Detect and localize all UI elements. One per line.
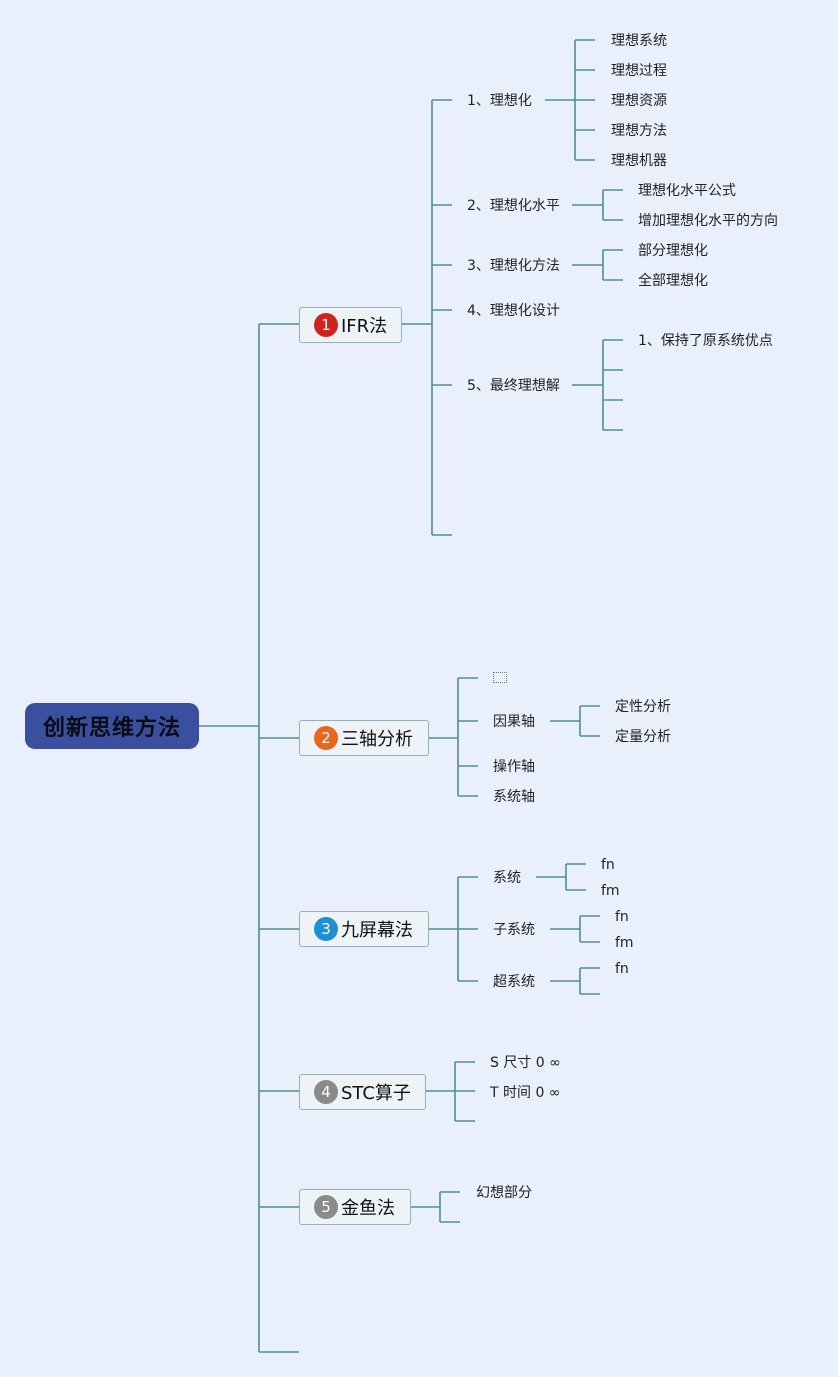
topic-causal-axis[interactable]: 因果轴 bbox=[493, 714, 535, 730]
branch-label: STC算子 bbox=[341, 1083, 411, 1104]
number-badge: 3 bbox=[314, 917, 338, 941]
number-badge: 5 bbox=[314, 1195, 338, 1219]
topic-subsystem[interactable]: 子系统 bbox=[493, 922, 535, 938]
image-icon bbox=[493, 672, 507, 683]
branch-label: IFR法 bbox=[341, 316, 388, 337]
root-node[interactable]: 创新思维方法 bbox=[25, 703, 199, 749]
subtopic[interactable]: 理想系统 bbox=[611, 33, 667, 49]
branch-node-stc[interactable]: 4 STC算子 bbox=[299, 1074, 426, 1110]
number-badge: 1 bbox=[314, 313, 338, 337]
branch-node-ifr[interactable]: 1 IFR法 bbox=[299, 307, 402, 343]
subtopic[interactable]: 理想方法 bbox=[611, 123, 667, 139]
subtopic[interactable]: 理想过程 bbox=[611, 63, 667, 79]
subtopic[interactable]: 1、保持了原系统优点 bbox=[638, 333, 773, 349]
topic-fantasy-part[interactable]: 幻想部分 bbox=[476, 1185, 532, 1201]
subtopic[interactable]: 理想机器 bbox=[611, 153, 667, 169]
branch-node-nine-screen[interactable]: 3 九屏幕法 bbox=[299, 911, 429, 947]
topic-system[interactable]: 系统 bbox=[493, 870, 521, 886]
branch-label: 三轴分析 bbox=[341, 729, 413, 750]
topic-supersystem[interactable]: 超系统 bbox=[493, 974, 535, 990]
branch-label: 金鱼法 bbox=[341, 1198, 395, 1219]
number-badge: 2 bbox=[314, 726, 338, 750]
topic-ideality-level[interactable]: 2、理想化水平 bbox=[467, 198, 560, 214]
topic-system-axis[interactable]: 系统轴 bbox=[493, 789, 535, 805]
branch-node-goldfish[interactable]: 5 金鱼法 bbox=[299, 1189, 411, 1225]
subtopic[interactable]: 部分理想化 bbox=[638, 243, 708, 259]
topic-ideal-design[interactable]: 4、理想化设计 bbox=[467, 303, 560, 319]
number-badge: 4 bbox=[314, 1080, 338, 1104]
subtopic[interactable]: fm bbox=[601, 883, 620, 899]
subtopic[interactable]: fn bbox=[615, 961, 629, 977]
branch-label: 九屏幕法 bbox=[341, 920, 413, 941]
topic-idealization[interactable]: 1、理想化 bbox=[467, 93, 532, 109]
topic-operation-axis[interactable]: 操作轴 bbox=[493, 759, 535, 775]
branch-node-three-axis[interactable]: 2 三轴分析 bbox=[299, 720, 429, 756]
root-label: 创新思维方法 bbox=[42, 716, 181, 741]
subtopic[interactable]: fm bbox=[615, 935, 634, 951]
subtopic[interactable]: 全部理想化 bbox=[638, 273, 708, 289]
topic-size[interactable]: S 尺寸 0 ∞ bbox=[490, 1055, 561, 1071]
subtopic[interactable]: 定量分析 bbox=[615, 729, 671, 745]
subtopic[interactable]: fn bbox=[615, 909, 629, 925]
subtopic[interactable]: fn bbox=[601, 857, 615, 873]
topic-final-ideal-result[interactable]: 5、最终理想解 bbox=[467, 378, 560, 394]
subtopic[interactable]: 理想资源 bbox=[611, 93, 667, 109]
subtopic[interactable]: 理想化水平公式 bbox=[638, 183, 736, 199]
topic-idealization-method[interactable]: 3、理想化方法 bbox=[467, 258, 560, 274]
topic-time[interactable]: T 时间 0 ∞ bbox=[490, 1085, 561, 1101]
subtopic[interactable]: 定性分析 bbox=[615, 699, 671, 715]
subtopic[interactable]: 增加理想化水平的方向 bbox=[638, 213, 778, 229]
